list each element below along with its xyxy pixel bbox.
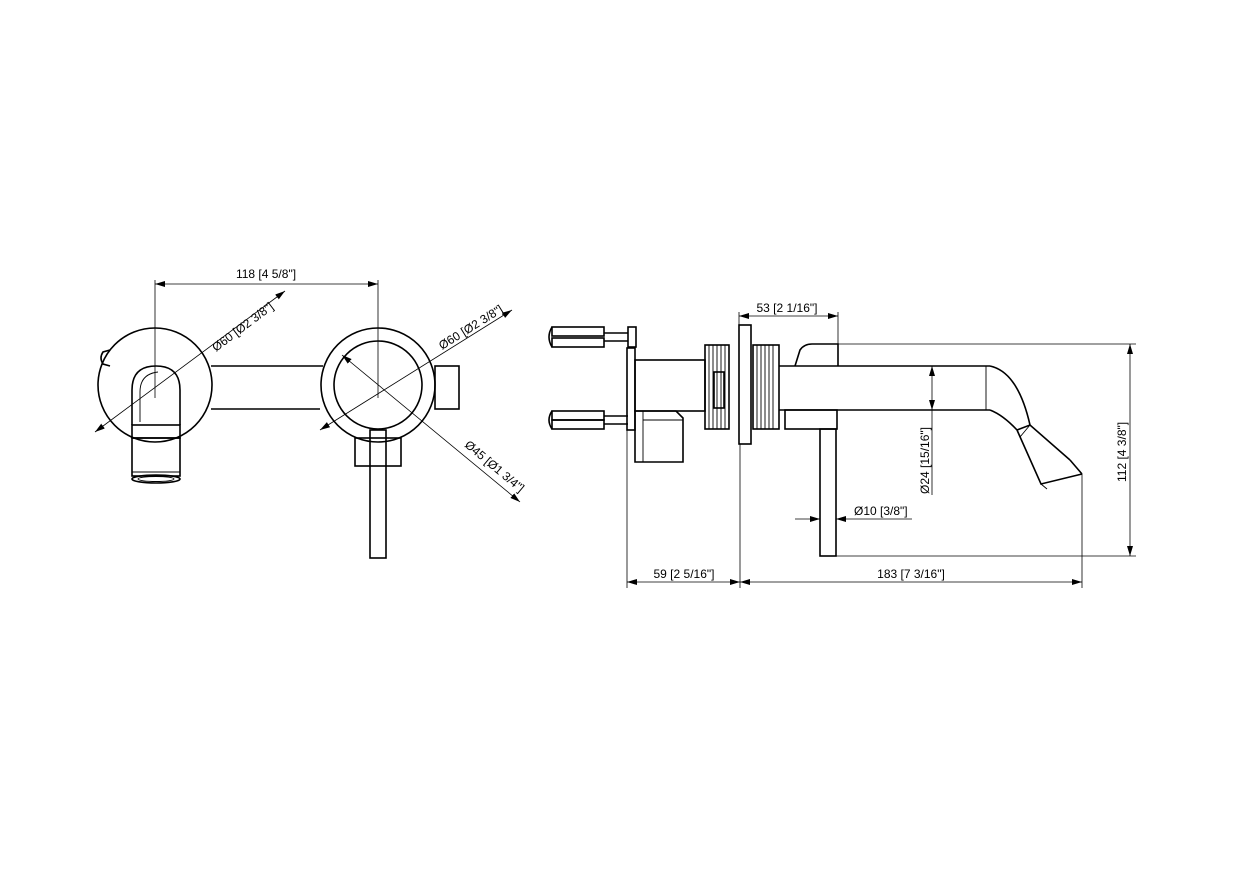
mixer-side-boss xyxy=(434,365,460,410)
side-view: 53 [2 1/16"] 59 [2 5/16"] 183 [7 3/16"] … xyxy=(548,301,1136,588)
dim-label-118: 118 [4 5/8"] xyxy=(236,267,296,281)
mixer-lever-side xyxy=(819,428,837,557)
dim-label-lever-dia: Ø10 [3/8"] xyxy=(854,504,908,518)
dim-line-mixer-flange xyxy=(319,309,513,431)
dim-label-mixer-body: Ø45 [Ø1 3/4"] xyxy=(462,438,527,496)
spout-pipe xyxy=(779,365,1031,431)
dim-label-mixer-flange: Ø60 [Ø2 3/8"] xyxy=(436,302,505,353)
dim-label-59: 59 [2 5/16"] xyxy=(654,567,715,581)
dim-label-183: 183 [7 3/16"] xyxy=(877,567,945,581)
rear-block xyxy=(634,359,706,412)
dim-label-112: 112 [4 3/8"] xyxy=(1115,422,1129,482)
knurled-nut-right xyxy=(752,344,780,430)
mixer-body-side xyxy=(784,409,838,430)
rear-cartridge xyxy=(634,410,684,463)
spout-flange-side xyxy=(794,343,839,367)
connecting-bar xyxy=(211,365,323,410)
front-view: 118 [4 5/8"] Ø60 [Ø2 3/8"] Ø60 [Ø2 3/8"]… xyxy=(94,267,527,559)
dim-label-53: 53 [2 1/16"] xyxy=(757,301,818,315)
spout-front xyxy=(131,365,181,484)
spout-tip xyxy=(1016,424,1083,490)
dim-label-spout-dia: Ø24 [15/16"] xyxy=(918,427,932,494)
dim-label-spout-flange: Ø60 [Ø2 3/8"] xyxy=(209,299,276,354)
knurled-nut-left xyxy=(704,344,730,430)
rear-connector-bottom xyxy=(548,410,628,430)
dim-line-mixer-body xyxy=(341,354,521,503)
dim-line-spout-flange xyxy=(94,290,286,433)
wall-plate xyxy=(738,324,752,445)
rear-plate xyxy=(626,347,636,431)
mixer-lever xyxy=(369,429,387,559)
rear-connector-top xyxy=(548,326,637,348)
